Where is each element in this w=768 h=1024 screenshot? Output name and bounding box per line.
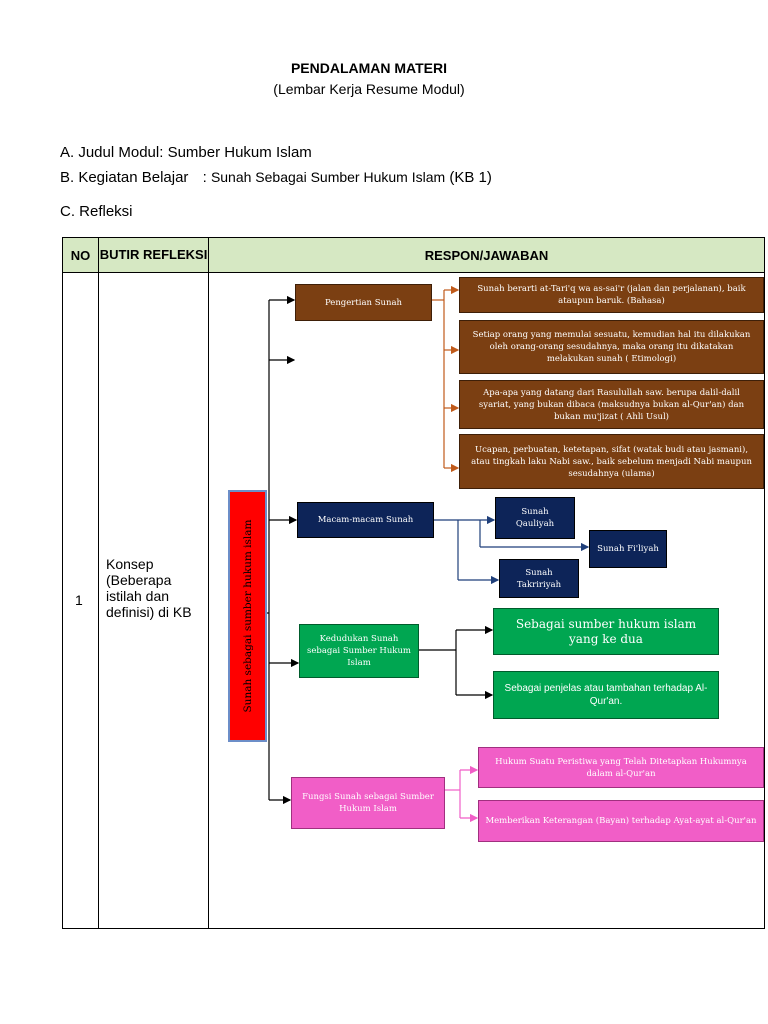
reflection-label: C. Refleksi <box>60 203 133 220</box>
learning-activity-line: B. Kegiatan Belajar : Sunah Sebagai Sumb… <box>60 169 492 186</box>
macam-box: Macam-macam Sunah <box>297 502 434 538</box>
pengertian-item: Ucapan, perbuatan, ketetapan, sifat (wat… <box>459 434 764 489</box>
macam-item: Sunah Fi'liyah <box>589 530 667 568</box>
module-title-label: A. Judul Modul <box>60 144 160 161</box>
header-no: NO <box>63 238 98 272</box>
pengertian-item: Sunah berarti at-Tari'q wa as-sai'r (jal… <box>459 277 764 313</box>
learning-activity-label: B. Kegiatan Belajar <box>60 169 189 186</box>
page-subtitle: (Lembar Kerja Resume Modul) <box>273 81 465 97</box>
reflection-table <box>62 237 765 929</box>
kedudukan-item: Sebagai sumber hukum islam yang ke dua <box>493 608 719 655</box>
header-respon: RESPON/JAWABAN <box>209 238 764 272</box>
macam-item: Sunah Takririyah <box>499 559 579 598</box>
header-butir: BUTIR REFLEKSI <box>99 238 208 272</box>
pengertian-box: Pengertian Sunah <box>295 284 432 321</box>
learning-activity-colon: : <box>202 169 207 186</box>
fungsi-item: Memberikan Keterangan (Bayan) terhadap A… <box>478 800 764 842</box>
row-number: 1 <box>75 592 83 608</box>
learning-activity-value: Sunah Sebagai Sumber Hukum Islam <box>210 169 446 185</box>
row-butir-text: Konsep (Beberapa istilah dan definisi) d… <box>106 556 192 620</box>
fungsi-item: Hukum Suatu Peristiwa yang Telah Ditetap… <box>478 747 764 788</box>
page-title: PENDALAMAN MATERI <box>290 60 448 76</box>
fungsi-box: Fungsi Sunah sebagai Sumber Hukum Islam <box>291 777 445 829</box>
root-box: Sunah sebagai sumber hukum islam <box>228 490 267 742</box>
header-divider <box>63 272 764 273</box>
root-label: Sunah sebagai sumber hukum islam <box>241 519 254 713</box>
column-divider <box>98 238 99 928</box>
kedudukan-item: Sebagai penjelas atau tambahan terhadap … <box>493 671 719 719</box>
pengertian-item: Apa-apa yang datang dari Rasulullah saw.… <box>459 380 764 429</box>
learning-activity-kb: (KB 1) <box>449 169 492 186</box>
macam-item: Sunah Qauliyah <box>495 497 575 539</box>
column-divider <box>208 238 209 928</box>
module-title-value: : Sumber Hukum Islam <box>159 144 312 161</box>
pengertian-item: Setiap orang yang memulai sesuatu, kemud… <box>459 320 764 374</box>
kedudukan-box: Kedudukan Sunah sebagai Sumber Hukum Isl… <box>299 624 419 678</box>
module-title-line: A. Judul Modul: Sumber Hukum Islam <box>60 144 312 161</box>
